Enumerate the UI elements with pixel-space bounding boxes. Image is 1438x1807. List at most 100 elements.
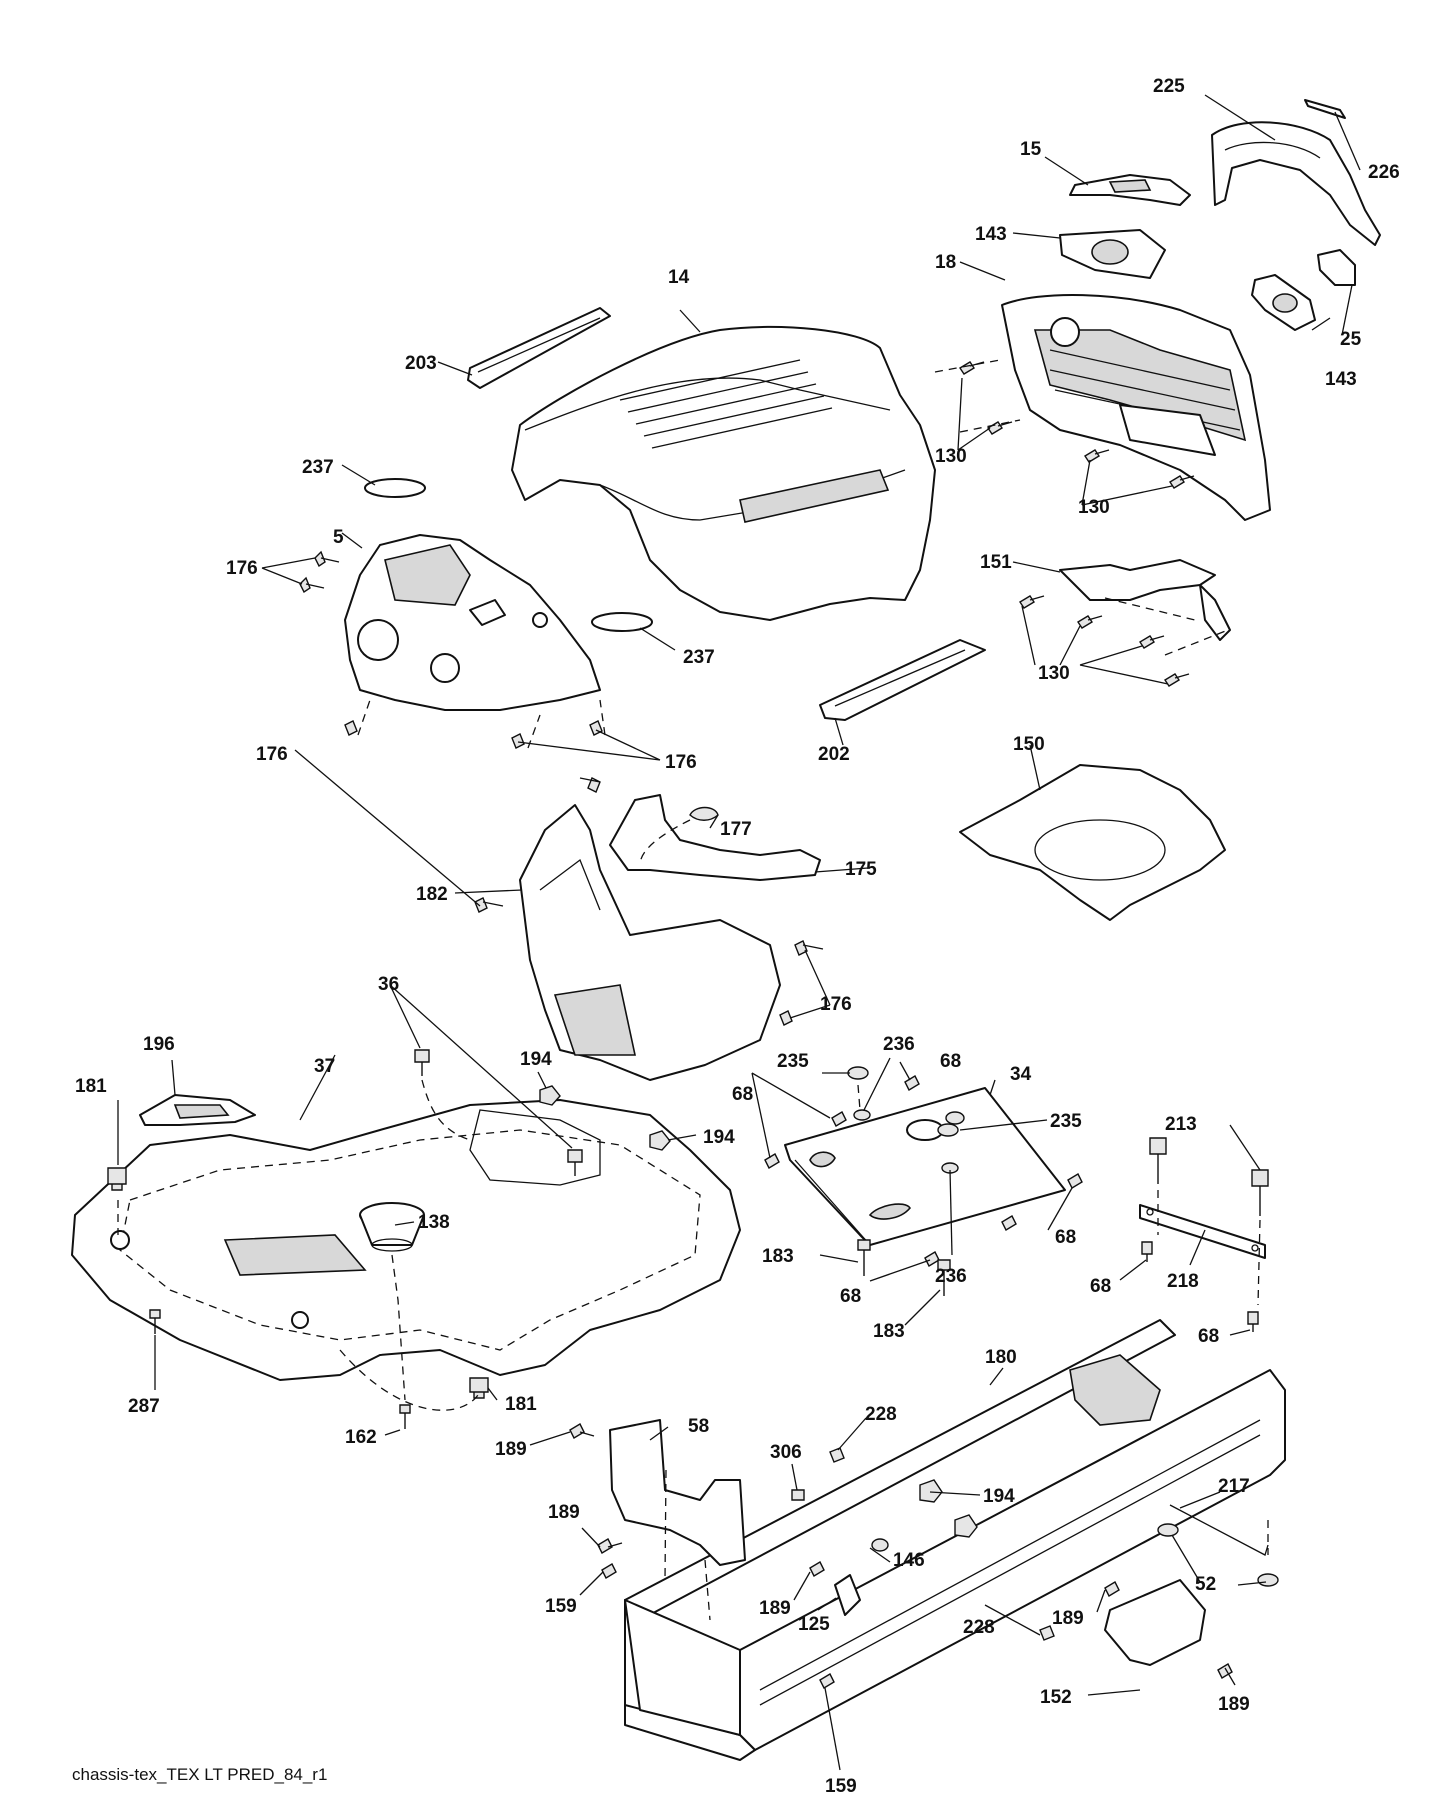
part-218-bar	[1139, 1204, 1266, 1259]
label-138: 138	[418, 1212, 450, 1233]
label-196: 196	[143, 1034, 175, 1055]
label-189: 189	[548, 1502, 580, 1523]
label-176: 176	[820, 994, 852, 1015]
label-226: 226	[1368, 162, 1400, 183]
part-150-dash-base	[959, 764, 1226, 921]
part-15-lens	[1069, 174, 1191, 206]
label-217: 217	[1218, 1476, 1250, 1497]
label-189: 189	[495, 1439, 527, 1460]
part-58-bracket	[609, 1419, 746, 1566]
part-225-grille-trim	[1211, 121, 1381, 246]
label-194: 194	[703, 1127, 735, 1148]
label-14: 14	[668, 267, 690, 288]
label-202: 202	[818, 744, 850, 765]
part-203-trim-strip	[467, 307, 611, 389]
part-237-plug-lower	[591, 612, 653, 632]
label-162: 162	[345, 1427, 377, 1448]
label-236: 236	[935, 1266, 967, 1287]
label-177: 177	[720, 819, 752, 840]
part-5-dash-panel	[344, 534, 601, 711]
label-176: 176	[226, 558, 258, 579]
label-235: 235	[777, 1051, 809, 1072]
label-125: 125	[798, 1614, 830, 1635]
label-183: 183	[762, 1246, 794, 1267]
part-25-bracket	[1317, 249, 1356, 286]
diagram-caption: chassis-tex_TEX LT PRED_84_r1	[72, 1765, 327, 1784]
label-237: 237	[302, 457, 334, 478]
part-125-bracket	[834, 1574, 861, 1616]
label-143: 143	[1325, 369, 1357, 390]
label-152: 152	[1040, 1687, 1072, 1708]
part-217-rod	[1169, 1504, 1269, 1556]
label-306: 306	[770, 1442, 802, 1463]
label-180: 180	[985, 1347, 1017, 1368]
label-68: 68	[1198, 1326, 1219, 1347]
label-68: 68	[1090, 1276, 1111, 1297]
label-151: 151	[980, 552, 1012, 573]
label-235: 235	[1050, 1111, 1082, 1132]
label-36: 36	[378, 974, 399, 995]
part-138-boot	[359, 1202, 425, 1252]
part-180-frame	[624, 1319, 1286, 1761]
label-143: 143	[975, 224, 1007, 245]
label-176: 176	[665, 752, 697, 773]
label-194: 194	[520, 1049, 552, 1070]
part-175-bracket	[609, 794, 821, 881]
label-68: 68	[840, 1286, 861, 1307]
label-15: 15	[1020, 139, 1042, 160]
label-218: 218	[1167, 1271, 1199, 1292]
part-202-trim-strip	[819, 639, 986, 721]
label-194: 194	[983, 1486, 1015, 1507]
part-143-top-pad	[1059, 229, 1166, 279]
leader-lines	[117, 94, 1361, 1771]
part-226-strip	[1304, 99, 1346, 119]
hardware	[107, 361, 1279, 1689]
label-236: 236	[883, 1034, 915, 1055]
label-159: 159	[825, 1776, 857, 1797]
part-182-lower-dash	[519, 804, 781, 1081]
part-14-hood	[511, 325, 936, 621]
label-182: 182	[416, 884, 448, 905]
label-68: 68	[732, 1084, 753, 1105]
label-176: 176	[256, 744, 288, 765]
label-37: 37	[314, 1056, 335, 1077]
label-25: 25	[1340, 329, 1362, 350]
label-189: 189	[1218, 1694, 1250, 1715]
label-58: 58	[688, 1416, 709, 1437]
label-225: 225	[1153, 76, 1185, 97]
assembly-lines	[117, 359, 1269, 1621]
label-5: 5	[333, 527, 344, 548]
label-189: 189	[1052, 1608, 1084, 1629]
callout-labels: 225 226 15 143 143 18 25 14 203 130 130 …	[75, 76, 1400, 1797]
label-237: 237	[683, 647, 715, 668]
label-68: 68	[940, 1051, 961, 1072]
part-18-front-grille	[1001, 294, 1271, 521]
label-181: 181	[75, 1076, 107, 1097]
part-177-clip	[689, 806, 719, 821]
label-228: 228	[963, 1617, 995, 1638]
label-146: 146	[893, 1550, 925, 1571]
label-175: 175	[845, 859, 877, 880]
label-213: 213	[1165, 1114, 1197, 1135]
label-130: 130	[1078, 497, 1110, 518]
label-52: 52	[1195, 1574, 1216, 1595]
label-150: 150	[1013, 734, 1045, 755]
label-130: 130	[935, 446, 967, 467]
label-203: 203	[405, 353, 437, 374]
label-183: 183	[873, 1321, 905, 1342]
label-18: 18	[935, 252, 956, 273]
label-159: 159	[545, 1596, 577, 1617]
part-237-plug-upper	[364, 478, 426, 498]
label-130: 130	[1038, 663, 1070, 684]
label-34: 34	[1010, 1064, 1032, 1085]
label-189: 189	[759, 1598, 791, 1619]
label-287: 287	[128, 1396, 160, 1417]
part-34-control-plate	[784, 1087, 1066, 1246]
label-68: 68	[1055, 1227, 1076, 1248]
part-151-bracket	[1059, 559, 1231, 641]
label-228: 228	[865, 1404, 897, 1425]
part-143-side-pad	[1251, 274, 1316, 331]
label-181: 181	[505, 1394, 537, 1415]
part-196-pad	[139, 1094, 256, 1126]
